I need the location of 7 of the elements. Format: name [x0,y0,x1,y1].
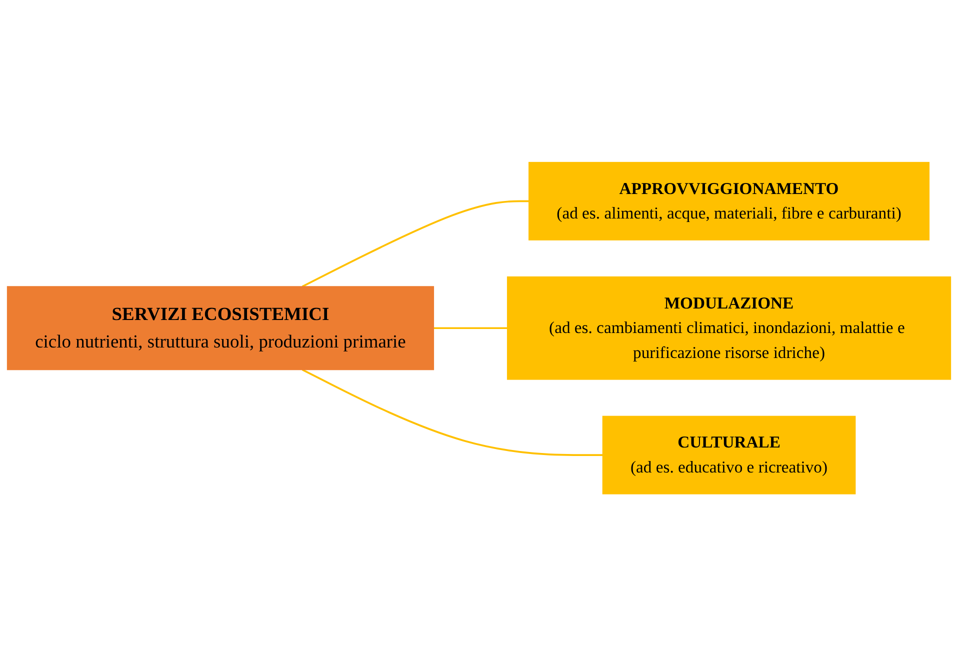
node-box: MODULAZIONE (ad es. cambiamenti climatici, inondazioni, malattie e purificazione risorse idriche) [506,276,952,380]
node-box: APPROVVIGGIONAMENTO (ad es. alimenti, acque, materiali, fibre e carburanti) [528,162,930,241]
connector [302,369,603,456]
node-box: CULTURALE (ad es. educativo e ricreativo) [602,416,856,495]
node-box: SERVIZI ECOSISTEMICI ciclo nutrienti, struttura suoli, produzioni primarie [6,286,434,370]
connector [302,200,529,288]
connector [434,328,508,330]
